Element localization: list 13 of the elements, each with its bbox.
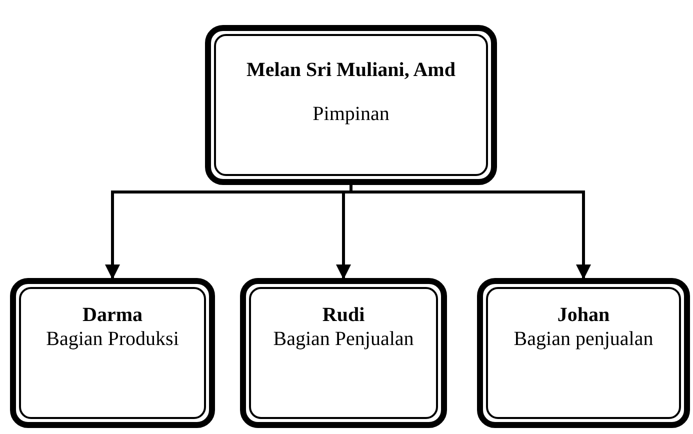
person-name: Rudi — [322, 303, 365, 327]
staff-box — [10, 278, 215, 428]
staff-box — [240, 278, 447, 428]
role-text: Pimpinan — [312, 102, 390, 126]
role-text: Bagian Produksi — [46, 327, 179, 351]
person-name: Johan — [557, 303, 610, 327]
person-name: Darma — [82, 303, 142, 327]
person-name: Melan Sri Muliani, Amd — [246, 58, 456, 82]
staff-box — [477, 278, 690, 428]
connector-arrow — [350, 185, 591, 280]
role-text: Bagian Penjualan — [273, 327, 414, 351]
leader-box — [205, 25, 497, 185]
role-text: Bagian penjualan — [514, 327, 654, 351]
